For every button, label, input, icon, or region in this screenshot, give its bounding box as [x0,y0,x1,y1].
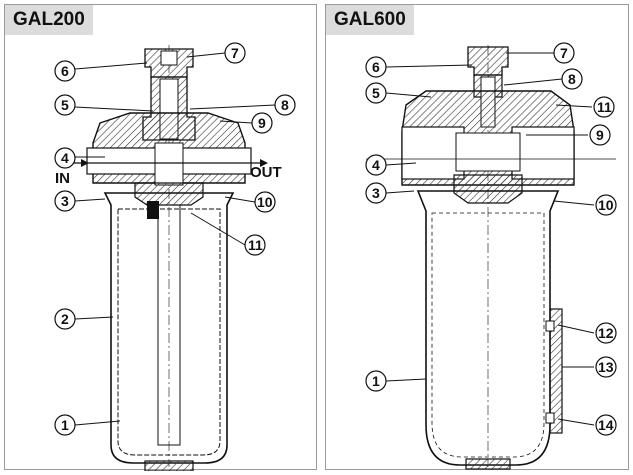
bowl-outer [103,192,235,464]
callout-3: 3 [61,193,69,209]
callout-8: 8 [568,71,576,87]
filter-element [117,208,221,456]
sight-glass [549,308,563,434]
callout-11: 11 [248,237,263,253]
gal200-panel: GAL200 [4,4,317,471]
port-out-label: OUT [250,164,282,181]
callout-circles [54,42,296,436]
callout-10: 10 [598,197,614,213]
callout-7: 7 [231,45,239,61]
gal600-drawing: 6 7 8 5 11 9 4 3 10 1 12 13 14 [365,42,617,470]
callout-9: 9 [596,127,604,143]
callout-8: 8 [281,97,289,113]
valve-seat [134,182,204,206]
drain [144,460,194,471]
inlet-port [401,126,465,180]
top-cap [467,46,509,76]
valve-seat [453,174,523,204]
callout-11: 11 [597,99,612,115]
outlet-port [511,126,575,180]
gal200-drawing: 6 7 5 8 9 4 3 10 11 2 1 IN OUT [54,42,296,471]
callout-2: 2 [61,311,69,327]
callout-4: 4 [372,157,380,173]
drain [465,458,511,470]
callout-9: 9 [258,115,266,131]
port-in-label: IN [55,170,70,187]
callout-5: 5 [61,97,69,113]
callout-6: 6 [372,59,380,75]
panel-title-gal200: GAL200 [5,5,93,35]
center-tube [157,204,181,446]
callout-1: 1 [61,417,69,433]
callout-4: 4 [61,150,69,166]
callout-12: 12 [598,325,614,341]
callout-14: 14 [598,417,614,433]
callout-13: 13 [598,359,614,375]
gal600-panel: GAL600 [325,4,629,470]
callout-7: 7 [560,45,568,61]
callout-1: 1 [372,373,380,389]
callout-6: 6 [61,63,69,79]
callout-circles [365,42,617,436]
callout-5: 5 [372,85,380,101]
callout-3: 3 [372,185,380,201]
callout-10: 10 [257,194,273,210]
panel-title-gal600: GAL600 [326,5,414,35]
